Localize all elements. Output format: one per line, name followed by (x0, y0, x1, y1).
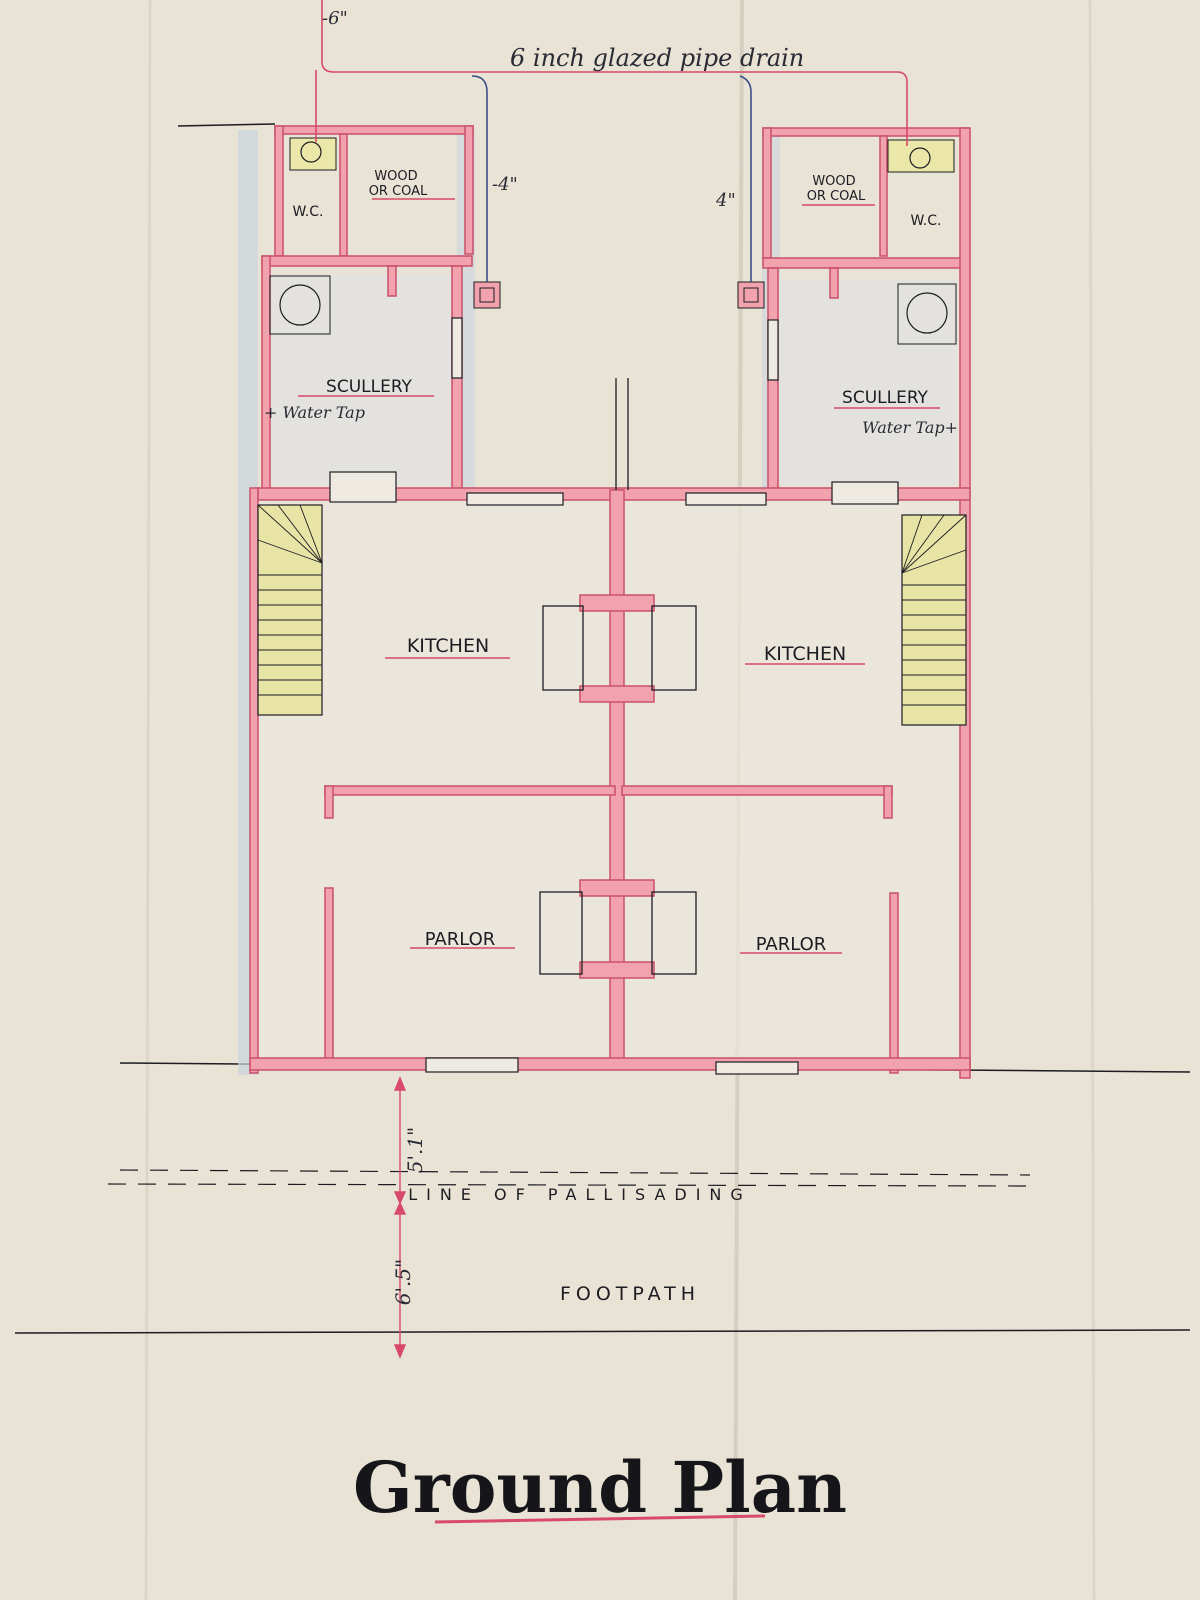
drawing-title: Ground Plan (353, 1446, 847, 1529)
pallisading-label: LINE OF PALLISADING (408, 1185, 752, 1204)
pipe-mark-left-4in: -4" (492, 174, 518, 195)
staircase-left (257, 504, 323, 716)
gully-right-inner (743, 287, 759, 303)
wall-right-outbuilding-top (762, 127, 969, 137)
wall-front (249, 1057, 971, 1071)
footpath-label: FOOTPATH (560, 1283, 700, 1305)
room-label-right-parlor: PARLOR (756, 934, 827, 955)
opening-right-scullery-door (831, 481, 899, 505)
dimension-lines (393, 1076, 407, 1359)
opening-right-rear-window (685, 492, 767, 506)
copper-box-left (269, 275, 331, 335)
room-label-right-kitchen: KITCHEN (764, 643, 846, 665)
wc-pan-left-icon (300, 141, 322, 163)
dimension-arrow-top (393, 1076, 407, 1091)
opening-left-front-window (425, 1057, 519, 1073)
fireplace-parlor-right (651, 891, 697, 975)
wall-left-outbuilding-left (274, 125, 284, 257)
pipe-mark-top-left: -6" (322, 8, 348, 29)
fixtures (269, 137, 957, 345)
rear-boundary-line (177, 123, 276, 127)
fireplace-parlor-left (539, 891, 583, 975)
wall-left-outbuilding-right (464, 125, 474, 255)
scullery-wash-left (262, 275, 462, 485)
scullery-wash-right (772, 280, 957, 485)
wall-left-scullery-left (261, 255, 271, 497)
gully-left-icon (473, 281, 501, 309)
label-underlines (298, 198, 940, 1524)
wall-divider-right-return (883, 785, 893, 819)
wall-divider-right (621, 785, 893, 796)
room-label-right-scullery: SCULLERY (842, 388, 929, 408)
water-tap-left: + Water Tap (264, 403, 365, 422)
copper-right-icon (906, 292, 948, 334)
wall-right-outbuilding-left (762, 127, 772, 259)
chimney-parlor-upper (579, 879, 655, 897)
gully-left-inner (479, 287, 495, 303)
wall-parlor-right-inner (889, 892, 899, 1074)
fold-line-right (1088, 0, 1096, 1600)
wc-pan-box-left (289, 137, 337, 171)
wall-right-scullery-top (762, 257, 969, 269)
drain-pipe-blue-right (739, 75, 752, 282)
room-label-left-coal: OR COAL (369, 184, 428, 199)
opening-right-front-window (715, 1061, 799, 1075)
wc-pan-right-icon (909, 147, 931, 169)
room-label-right-wood: WOOD (812, 174, 855, 189)
kerb-line (14, 1329, 1191, 1334)
wall-left-outer (249, 487, 259, 1074)
wc-pan-box-right (887, 139, 955, 173)
fireplace-kitchen-left (542, 605, 584, 691)
dimension-arrow-mid-down (393, 1201, 407, 1215)
wall-left-outbuilding-top (274, 125, 474, 135)
room-label-left-scullery: SCULLERY (326, 377, 413, 397)
water-tap-right: Water Tap+ (862, 418, 958, 437)
gully-right-icon (737, 281, 765, 309)
drain-pipe-blue-left (471, 75, 488, 282)
pallisading-line (107, 1169, 1031, 1187)
copper-left-icon (279, 284, 321, 326)
dimension-pallisading-to-kerb: 6'.5" (391, 1259, 415, 1306)
copper-box-right (897, 283, 957, 345)
drain-note: 6 inch glazed pipe drain (510, 44, 804, 72)
room-label-left-wc: W.C. (293, 204, 324, 220)
wall-left-scullery-stub (387, 265, 397, 297)
wall-parlor-left-inner (324, 887, 334, 1069)
dimension-front-to-pallisading: 5'.1" (403, 1127, 427, 1174)
wall-left-wc-divider (339, 133, 348, 257)
room-label-left-wood: WOOD (374, 169, 417, 184)
staircase-right (901, 514, 967, 726)
opening-left-rear-window (466, 492, 564, 506)
chimney-parlor-lower (579, 961, 655, 979)
room-label-right-wc: W.C. (911, 213, 942, 229)
wall-right-wc-divider (879, 135, 888, 257)
wall-divider-left (324, 785, 616, 796)
pipe-mark-right-4in: 4" (715, 190, 736, 211)
room-label-right-coal: OR COAL (807, 189, 866, 204)
chimney-kitchen-lower (579, 685, 655, 703)
drain-pipe-red (321, 0, 908, 146)
wall-right-scullery-stub (829, 267, 839, 299)
drainage (315, 0, 908, 282)
chimney-kitchen-upper (579, 594, 655, 612)
room-label-left-kitchen: KITCHEN (407, 635, 489, 657)
fireplace-outlines (539, 378, 697, 975)
openings (329, 317, 899, 1075)
opening-right-scullery-window (767, 319, 779, 381)
room-label-left-parlor: PARLOR (425, 929, 496, 950)
opening-left-scullery-door (329, 471, 397, 503)
fireplace-kitchen-right (651, 605, 697, 691)
opening-left-scullery-window (451, 317, 463, 379)
dimension-arrow-mid-up (393, 1191, 407, 1205)
dimension-arrow-bottom (393, 1344, 407, 1359)
wall-left-scullery-top (261, 255, 473, 267)
wall-divider-left-return (324, 785, 334, 819)
